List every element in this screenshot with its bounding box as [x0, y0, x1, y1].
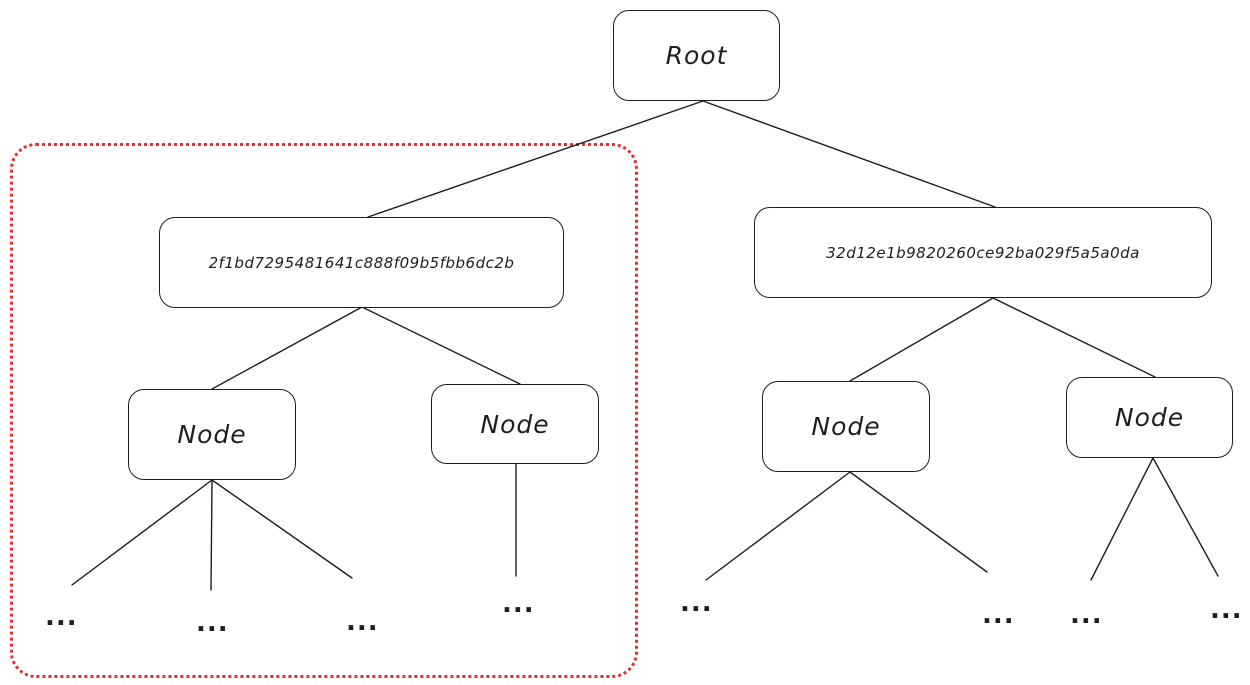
- leaf-ellipsis: ...: [1070, 600, 1103, 630]
- leaf-ellipsis: ...: [45, 602, 78, 632]
- edge-root-left: [367, 100, 704, 218]
- leaf-ellipsis: ...: [196, 608, 229, 638]
- right-child-node-2: Node: [1066, 377, 1233, 458]
- left-hash-node: 2f1bd7295481641c888f09b5fbb6dc2b: [159, 217, 564, 308]
- edge-right-node4: [992, 297, 1156, 378]
- edge-left-node1: [211, 306, 363, 390]
- edge-node1-leaf1: [71, 479, 213, 586]
- left-hash-label: 2f1bd7295481641c888f09b5fbb6dc2b: [208, 253, 515, 272]
- node-label: Node: [811, 412, 881, 441]
- node-label: Node: [480, 409, 550, 439]
- right-child-node-1: Node: [762, 381, 930, 472]
- root-label: Root: [665, 41, 728, 70]
- edge-left-node2: [361, 306, 521, 385]
- edge-right-node3: [849, 297, 994, 382]
- leaf-ellipsis: ...: [982, 600, 1015, 630]
- leaf-ellipsis: ...: [680, 588, 713, 618]
- left-child-node-2: Node: [431, 384, 599, 464]
- right-hash-node: 32d12e1b9820260ce92ba029f5a5a0da: [754, 207, 1212, 298]
- edge-node3-leaf1: [705, 471, 851, 581]
- node-label: Node: [1114, 403, 1185, 432]
- edge-root-right: [702, 100, 996, 208]
- left-subtree-highlight: [10, 143, 638, 678]
- root-node: Root: [613, 10, 780, 101]
- leaf-ellipsis: ...: [1210, 595, 1243, 625]
- left-child-node-1: Node: [128, 389, 296, 480]
- edge-node4-leaf2: [1152, 457, 1219, 577]
- edge-node4-leaf1: [1090, 457, 1154, 581]
- edge-node1-leaf2: [210, 479, 213, 591]
- edge-node1-leaf3: [211, 479, 353, 579]
- right-hash-label: 32d12e1b9820260ce92ba029f5a5a0da: [826, 243, 1140, 262]
- node-label: Node: [177, 420, 247, 449]
- edge-node3-leaf2: [849, 471, 988, 573]
- leaf-ellipsis: ...: [346, 607, 379, 637]
- leaf-ellipsis: ...: [502, 589, 535, 619]
